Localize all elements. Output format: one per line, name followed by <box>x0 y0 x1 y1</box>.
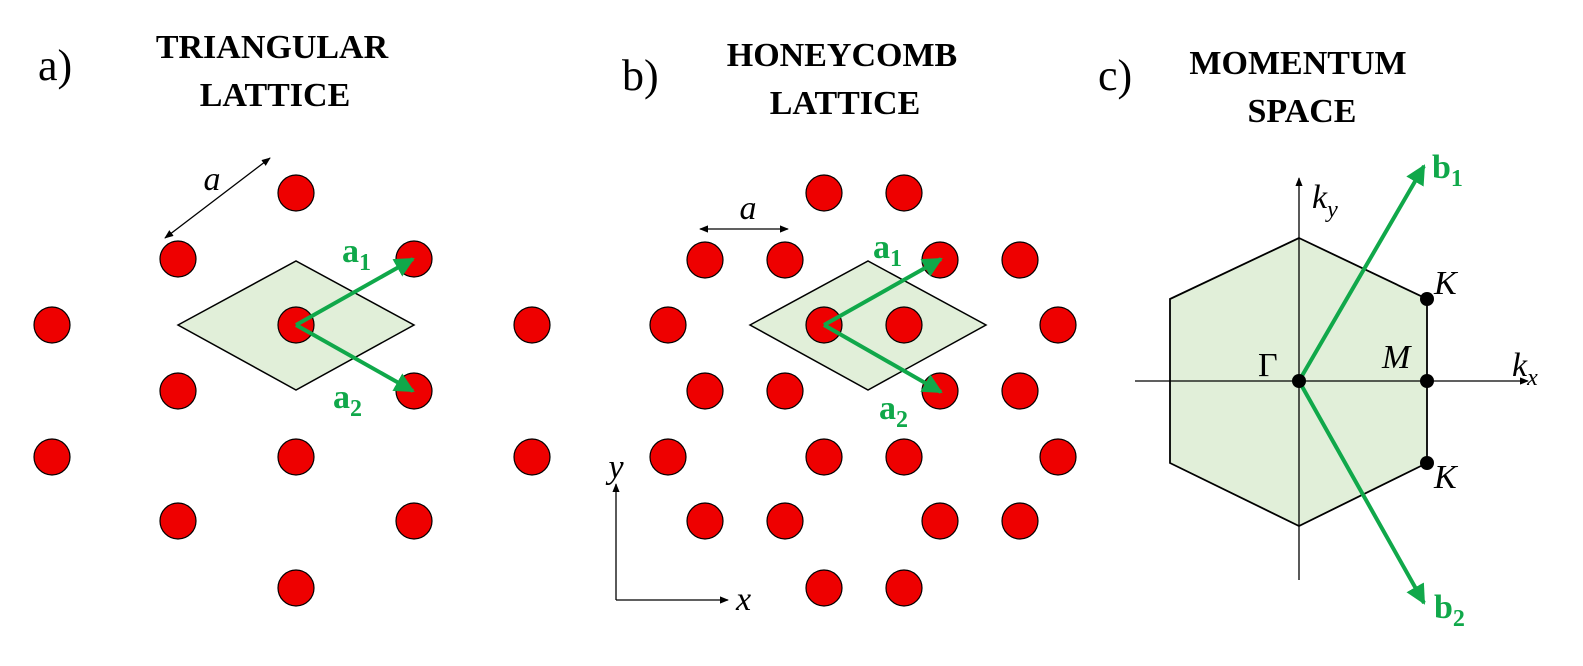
vector-a2-triangular <box>295 323 415 393</box>
vector-label-a2-triangular: a2 <box>333 379 362 422</box>
panel-title-b-line1: HONEYCOMB <box>727 37 957 74</box>
k-point-top <box>1420 292 1434 306</box>
panel-title-a-line1: TRIANGULAR <box>156 29 389 66</box>
panel-triangular-lattice: a) TRIANGULAR LATTICE a a1 a2 <box>33 29 551 607</box>
vector-label-b1: b1 <box>1432 149 1463 192</box>
honeycomb-sites <box>649 174 1077 607</box>
m-label: M <box>1381 339 1412 376</box>
lattice-site <box>885 174 923 212</box>
panel-honeycomb-lattice: b) HONEYCOMB LATTICE <box>605 37 1077 618</box>
vector-label-a1-honeycomb: a1 <box>873 229 902 272</box>
unit-cell-honeycomb <box>748 260 988 391</box>
vector-label-a1-triangular: a1 <box>342 233 371 276</box>
lattice-constant-label-b: a <box>740 190 757 227</box>
lattice-site <box>33 438 71 476</box>
lattice-site <box>1039 438 1077 476</box>
panel-title-b-line2: LATTICE <box>770 85 921 122</box>
lattice-site <box>885 438 923 476</box>
lattice-site <box>805 174 843 212</box>
lattice-site <box>395 372 433 410</box>
gamma-label: Γ <box>1258 347 1278 384</box>
lattice-site <box>921 502 959 540</box>
lattice-site <box>649 438 687 476</box>
lattice-constant-label-a: a <box>204 161 221 198</box>
lattice-site <box>395 240 433 278</box>
lattice-site <box>277 174 315 212</box>
vector-label-a2-honeycomb: a2 <box>879 390 908 433</box>
lattice-site <box>513 438 551 476</box>
panel-title-a-line2: LATTICE <box>200 77 351 114</box>
kx-label: kx <box>1512 347 1538 391</box>
gamma-point <box>1292 374 1306 388</box>
vector-label-b2: b2 <box>1434 589 1465 632</box>
lattice-site <box>395 502 433 540</box>
lattice-site <box>1001 372 1039 410</box>
lattice-site <box>766 502 804 540</box>
vector-a2-honeycomb <box>823 323 943 394</box>
lattice-site <box>885 306 923 344</box>
lattice-site <box>885 569 923 607</box>
lattice-site <box>277 438 315 476</box>
panel-letter-c: c) <box>1098 51 1132 100</box>
vector-a1-honeycomb <box>823 257 943 327</box>
lattice-site <box>686 241 724 279</box>
k-label-top: K <box>1433 265 1459 302</box>
triangular-sites <box>33 174 551 607</box>
vector-a1-triangular <box>295 257 415 327</box>
lattice-site <box>277 569 315 607</box>
lattice-site <box>686 372 724 410</box>
panel-letter-a: a) <box>38 41 72 90</box>
x-axis-label: x <box>735 581 751 618</box>
lattice-site <box>159 240 197 278</box>
lattice-site <box>805 438 843 476</box>
panel-letter-b: b) <box>622 51 659 100</box>
lattice-site <box>766 241 804 279</box>
lattice-site <box>805 569 843 607</box>
lattice-site <box>1001 241 1039 279</box>
lattice-site <box>513 306 551 344</box>
lattice-site <box>1001 502 1039 540</box>
k-point-bottom <box>1420 456 1434 470</box>
k-label-bottom: K <box>1433 459 1459 496</box>
lattice-site <box>33 306 71 344</box>
panel-momentum-space: c) MOMENTUM SPACE b1 b2 Γ M K K ky kx <box>1098 45 1538 632</box>
vector-b2 <box>1297 380 1426 605</box>
lattice-site <box>1039 306 1077 344</box>
lattice-site <box>649 306 687 344</box>
lattice-site <box>766 372 804 410</box>
panel-title-c-line1: MOMENTUM <box>1189 45 1406 82</box>
lattice-site <box>159 372 197 410</box>
lattice-constant-arrow-a <box>164 157 271 239</box>
ky-label: ky <box>1312 179 1338 223</box>
lattice-site <box>686 502 724 540</box>
vector-b1 <box>1297 164 1426 383</box>
panel-title-c-line2: SPACE <box>1248 93 1357 130</box>
y-axis-label: y <box>605 449 624 486</box>
lattice-site <box>159 502 197 540</box>
m-point <box>1420 374 1434 388</box>
